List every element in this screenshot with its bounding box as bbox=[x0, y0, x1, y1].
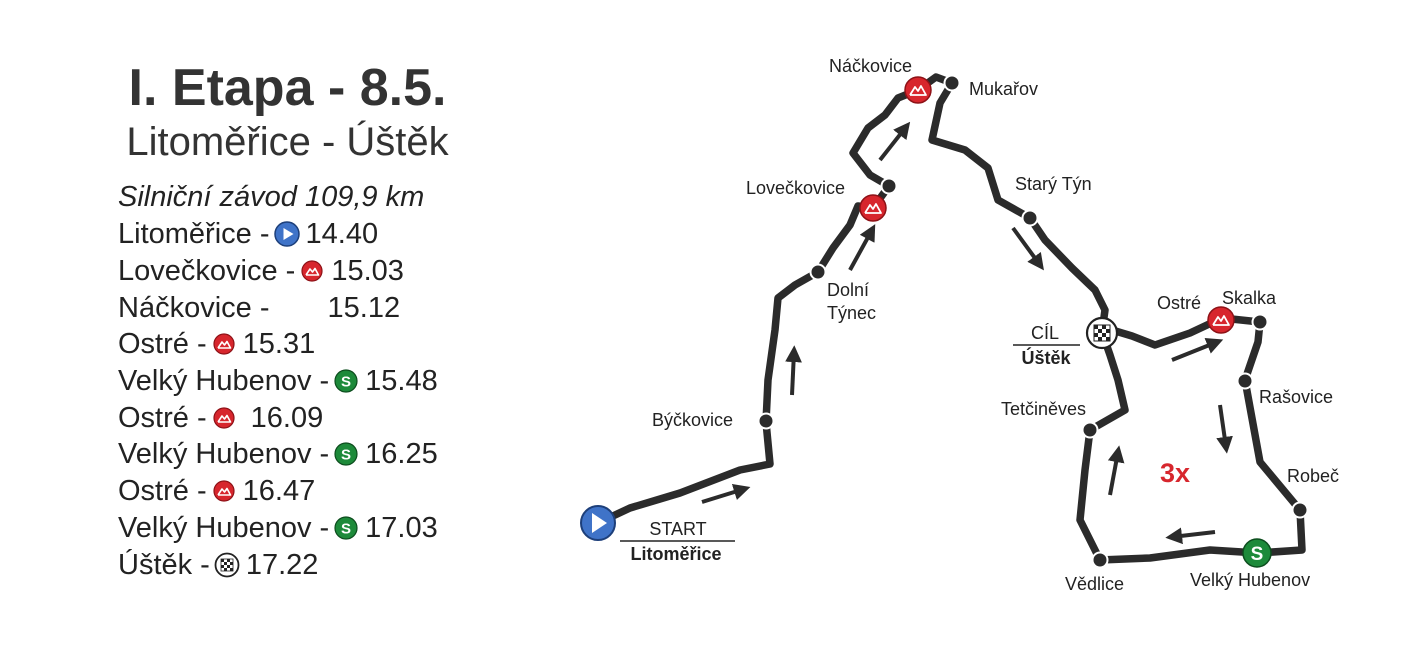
schedule-item: Ostré - 16.09 bbox=[118, 399, 438, 436]
schedule-item: Velký Hubenov - S 15.48 bbox=[118, 363, 438, 400]
race-type: Silniční závod 109,9 km bbox=[118, 181, 425, 213]
schedule-item: Litoměřice - 14.40 bbox=[118, 216, 438, 253]
schedule-item: Ostré - 15.31 bbox=[118, 326, 438, 363]
direction-arrow bbox=[1216, 404, 1233, 454]
finish-icon bbox=[214, 552, 240, 578]
finish-icon bbox=[1085, 316, 1119, 350]
climb-icon bbox=[1207, 306, 1235, 334]
route-map: S START Litoměřice CÍL Úštěk Býčkovice D… bbox=[560, 0, 1417, 650]
place-label-mukarov: Mukařov bbox=[969, 79, 1038, 99]
schedule-place: Ostré - bbox=[118, 475, 207, 508]
place-label-nackovice: Náčkovice bbox=[829, 56, 912, 76]
climb-icon bbox=[904, 76, 932, 104]
place-label-stary-tyn: Starý Týn bbox=[1015, 174, 1092, 194]
waypoint-dolni-tynec bbox=[809, 263, 827, 281]
waypoint-robec bbox=[1291, 501, 1309, 519]
waypoint-stary-tyn bbox=[1021, 209, 1039, 227]
waypoints bbox=[757, 74, 1309, 569]
schedule-item: Velký Hubenov - S 17.03 bbox=[118, 510, 438, 547]
schedule-time: 16.25 bbox=[365, 438, 438, 471]
schedule-item: Velký Hubenov - S 16.25 bbox=[118, 436, 438, 473]
sprint-icon: S bbox=[333, 515, 359, 541]
svg-text:S: S bbox=[341, 374, 351, 391]
place-label-vedlice: Vědlice bbox=[1065, 574, 1124, 594]
schedule-time: 15.48 bbox=[365, 365, 438, 398]
place-label-loveckovice: Lovečkovice bbox=[746, 178, 845, 198]
svg-text:S: S bbox=[1251, 544, 1264, 565]
schedule-item: Úštěk - 17.22 bbox=[118, 546, 438, 583]
place-label-robec: Robeč bbox=[1287, 466, 1339, 486]
direction-arrow bbox=[848, 224, 876, 271]
direction-arrow bbox=[701, 483, 751, 504]
finish-label: CÍL bbox=[1031, 323, 1059, 343]
climb-icon bbox=[211, 331, 237, 357]
waypoint-skalka bbox=[1251, 313, 1269, 331]
schedule-place: Litoměřice - bbox=[118, 218, 270, 251]
climb-icon bbox=[299, 258, 325, 284]
climb-icon bbox=[211, 405, 237, 431]
start-icon bbox=[580, 505, 616, 541]
place-label-tetcineves: Tetčiněves bbox=[1001, 399, 1086, 419]
schedule-time: 15.31 bbox=[242, 328, 316, 361]
schedule-place: Náčkovice - bbox=[118, 291, 270, 324]
sprint-icon: S bbox=[1242, 538, 1272, 568]
start-label: START bbox=[649, 519, 706, 539]
schedule-place: Velký Hubenov - bbox=[118, 511, 330, 544]
waypoint-loveckovice bbox=[880, 177, 898, 195]
schedule-place: Velký Hubenov - bbox=[118, 365, 330, 398]
route-line bbox=[594, 73, 1306, 564]
sprint-icon: S bbox=[333, 368, 359, 394]
sprint-icon: S bbox=[333, 441, 359, 467]
waypoint-tetcineves bbox=[1081, 421, 1099, 439]
place-label-tynec: Týnec bbox=[827, 303, 876, 323]
schedule-time: 15.03 bbox=[331, 255, 404, 288]
direction-arrow bbox=[1107, 445, 1125, 496]
start-place-label: Litoměřice bbox=[630, 544, 721, 564]
direction-arrow bbox=[1171, 337, 1224, 362]
place-label-velky-hubenov: Velký Hubenov bbox=[1190, 570, 1310, 590]
place-label-ostre: Ostré bbox=[1157, 293, 1201, 313]
schedule-time: 15.12 bbox=[327, 291, 401, 324]
svg-text:S: S bbox=[341, 520, 351, 537]
schedule-place: Velký Hubenov - bbox=[118, 438, 330, 471]
schedule-item: Lovečkovice - 15.03 bbox=[118, 253, 438, 290]
stage-title: I. Etapa - 8.5. bbox=[128, 59, 447, 117]
schedule-time: 17.03 bbox=[365, 511, 438, 544]
climb-icon bbox=[859, 194, 887, 222]
climb-icon bbox=[211, 478, 237, 504]
laps-label: 3x bbox=[1160, 458, 1190, 488]
schedule-list: Litoměřice - 14.40 Lovečkovice - 15.03 Náč… bbox=[118, 216, 438, 583]
schedule-place: Ostré - bbox=[118, 328, 207, 361]
waypoint-mukarov bbox=[943, 74, 961, 92]
direction-arrows bbox=[701, 121, 1233, 545]
place-label-skalka: Skalka bbox=[1222, 288, 1277, 308]
schedule-time: 14.40 bbox=[305, 218, 379, 251]
svg-text:S: S bbox=[341, 447, 351, 464]
direction-arrow bbox=[878, 121, 911, 162]
schedule-time: 16.47 bbox=[242, 475, 316, 508]
place-label-byckovice: Býčkovice bbox=[652, 410, 733, 430]
direction-arrow bbox=[1165, 527, 1216, 545]
schedule-place: Lovečkovice - bbox=[118, 255, 296, 288]
schedule-item: Náčkovice - 15.12 bbox=[118, 289, 438, 326]
stage-subtitle: Litoměřice - Úštěk bbox=[126, 120, 449, 164]
start-icon bbox=[273, 221, 300, 248]
place-label-dolni: Dolní bbox=[827, 280, 869, 300]
schedule-place: Ostré - bbox=[118, 401, 207, 434]
stage-info-panel: I. Etapa - 8.5. Litoměřice - Úštěk Silni… bbox=[0, 0, 590, 650]
schedule-time: 17.22 bbox=[245, 548, 319, 581]
waypoint-rasovice bbox=[1236, 372, 1254, 390]
place-label-rasovice: Rašovice bbox=[1259, 387, 1333, 407]
schedule-time: 16.09 bbox=[250, 401, 324, 434]
schedule-item: Ostré - 16.47 bbox=[118, 473, 438, 510]
waypoint-vedlice bbox=[1091, 551, 1109, 569]
schedule-place: Úštěk - bbox=[118, 548, 210, 581]
direction-arrow bbox=[785, 345, 802, 396]
finish-place-label: Úštěk bbox=[1021, 347, 1071, 368]
waypoint-byckovice bbox=[757, 412, 775, 430]
direction-arrow bbox=[1011, 226, 1044, 271]
